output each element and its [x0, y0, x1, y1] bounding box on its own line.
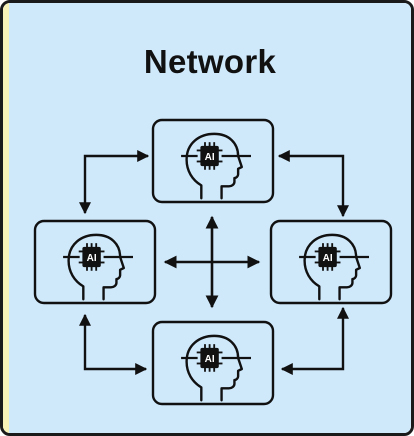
- connection-arrow-top-left: [79, 150, 150, 215]
- ai-chip-label: AI: [87, 253, 97, 264]
- connection-arrow-top-right: [277, 150, 349, 218]
- ai-chip-label: AI: [205, 152, 215, 163]
- diagram-title: Network: [143, 43, 277, 80]
- ai-chip-label: AI: [205, 354, 215, 365]
- network-diagram: AI AI AI AI: [33, 118, 393, 406]
- ai-chip-label: AI: [323, 253, 333, 264]
- connection-arrow-left-bottom: [79, 313, 148, 375]
- connection-arrow-right-bottom: [280, 306, 349, 375]
- left-accent-strip: [3, 3, 9, 433]
